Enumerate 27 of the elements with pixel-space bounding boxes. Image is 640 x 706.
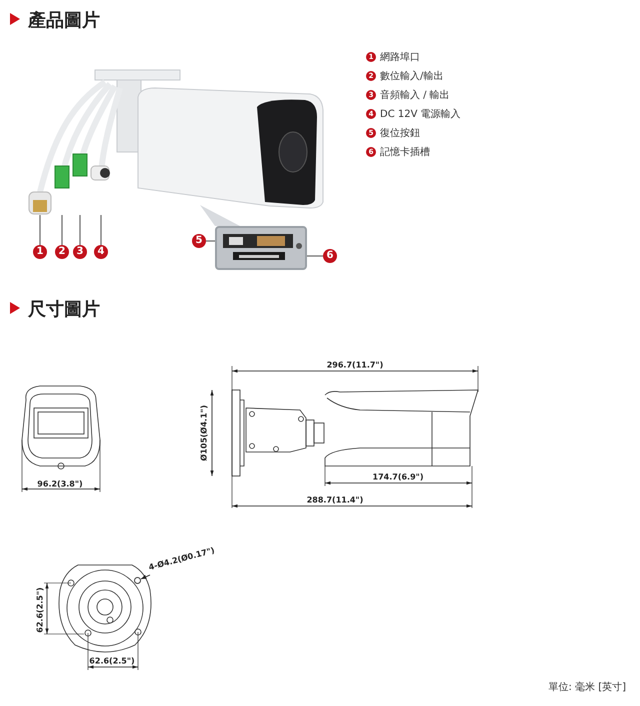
- part-name: 網路埠口: [380, 51, 420, 64]
- part-name: DC 12V 電源輸入: [380, 108, 461, 121]
- dimension-label: Ø105(Ø4.1"): [200, 405, 208, 461]
- dimension-label: 288.7(11.4"): [306, 496, 364, 504]
- card-slot-inset: [215, 226, 307, 270]
- callout-number: 1: [33, 245, 47, 259]
- leader-line: [206, 240, 216, 242]
- dimension-label: 174.7(6.9"): [372, 472, 424, 482]
- callout-number: 2: [55, 245, 69, 259]
- mounting-hole: [134, 577, 141, 584]
- part-name: 復位按鈕: [380, 126, 420, 140]
- dimension-label: 62.6(2.5"): [89, 656, 135, 666]
- leader-line: [100, 214, 102, 246]
- callout-number: 6: [323, 249, 337, 263]
- callout-number: 5: [192, 234, 206, 248]
- section-heading: 產品圖片: [28, 9, 100, 32]
- part-name: 音頻輸入 / 輸出: [380, 88, 450, 102]
- part-name: 記憶卡插槽: [380, 146, 430, 159]
- callout-number: 3: [73, 245, 87, 259]
- dimension-label: 62.6(2.5"): [36, 587, 44, 633]
- leader-line: [140, 574, 150, 580]
- dimension-label: 96.2(3.8"): [37, 480, 83, 488]
- unit-note: 單位: 毫米 [英寸]: [548, 680, 626, 694]
- callout-number: 4: [94, 245, 108, 259]
- part-name: 數位輸入/輸出: [380, 70, 444, 83]
- dimension-label: 296.7(11.7"): [326, 360, 384, 370]
- section-heading: 尺寸圖片: [28, 298, 100, 321]
